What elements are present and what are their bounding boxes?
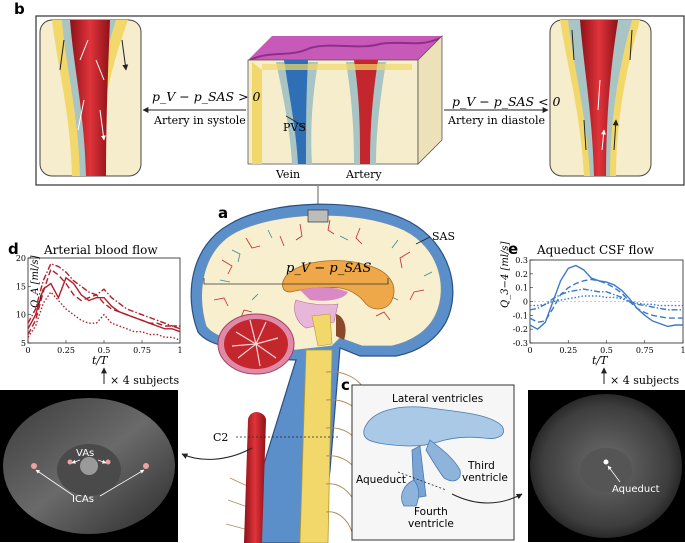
chart-e-ylabel: Q_3−4 [ml/s]	[500, 241, 511, 308]
chart-e-xlabel: t/T	[592, 354, 609, 367]
series-line-2	[27, 268, 181, 335]
carotid-artery	[244, 412, 266, 543]
x-tick-label: 0.25	[559, 346, 577, 355]
third-ventricle-label-1: Third	[467, 460, 495, 472]
diastole-closeup	[549, 19, 652, 177]
x-tick-label: 1	[177, 346, 182, 355]
y-tick-label: -0.2	[513, 325, 528, 334]
y-tick-label: 15	[16, 282, 26, 291]
panel-c: c Lateral ventricles Aqueduct Third vent…	[341, 376, 523, 541]
zoom-region	[307, 209, 329, 223]
third-ventricle-shape	[425, 439, 461, 482]
panel-d-subjects: × 4 subjects	[110, 374, 179, 387]
artery-label: Artery	[345, 168, 382, 181]
diastole-equation: p_V − p_SAS < 0	[452, 94, 561, 109]
x-tick-label: 0.5	[600, 346, 613, 355]
pvs-block: PVS Vein Artery	[247, 35, 443, 181]
panel-e-letter: e	[508, 240, 518, 258]
cerebellar-peduncle	[336, 314, 346, 340]
panel-b-letter: b	[14, 0, 25, 18]
series-line-1	[529, 264, 683, 331]
y-tick-label: 5	[21, 339, 26, 348]
corpus-callosum	[282, 260, 395, 310]
diastole-caption: Artery in diastole	[447, 114, 545, 127]
y-tick-label: 10	[16, 311, 26, 320]
y-tick-label: 0.1	[515, 284, 528, 293]
y-tick-label: -0.3	[513, 339, 528, 348]
fourth-ventricle-shape	[401, 479, 420, 507]
chart-d-ylabel: Q_A [ml/s]	[30, 255, 41, 308]
artery	[354, 60, 378, 164]
mri-icas-label: ICAs	[72, 494, 94, 505]
series-line-3	[529, 288, 683, 311]
series-line-1	[27, 276, 181, 333]
vertebrae	[325, 371, 367, 533]
aqueduct-label: Aqueduct	[356, 474, 406, 486]
systole-closeup	[39, 19, 142, 177]
series-line-4	[27, 290, 181, 341]
lateral-ventricles-label: Lateral ventricles	[392, 393, 483, 405]
panel-a: a SAS p_V − p_SAS C2	[181, 203, 455, 543]
y-tick-label: 0.2	[515, 270, 528, 279]
mri-aqueduct-label: Aqueduct	[612, 484, 660, 495]
block-side	[417, 35, 443, 165]
pial-surface	[248, 36, 442, 60]
series-line-2	[529, 278, 683, 324]
block-front	[247, 59, 419, 165]
panel-e-subjects: × 4 subjects	[610, 374, 679, 387]
panel-a-letter: a	[218, 204, 228, 222]
fourth-ventricle-label-2: ventricle	[408, 518, 454, 530]
series-line-4	[530, 295, 683, 307]
y-tick-label: 0	[523, 298, 528, 307]
spinal-cord	[299, 349, 333, 543]
chart-d-title: Arterial blood flow	[43, 243, 158, 257]
x-tick-label: 0	[25, 346, 30, 355]
panel-b: b	[14, 0, 685, 210]
third-ventricle-label-2: ventricle	[462, 472, 508, 484]
c2-label: C2	[213, 431, 228, 444]
systole-caption: Artery in systole	[153, 114, 246, 127]
vein	[284, 60, 308, 164]
sas-label: SAS	[432, 230, 455, 243]
y-tick-label: 20	[16, 254, 26, 263]
fourth-ventricle-label-1: Fourth	[414, 506, 448, 518]
vein-label: Vein	[275, 168, 300, 181]
fornix	[300, 287, 348, 301]
lateral-ventricles-shape	[363, 406, 504, 447]
x-tick-label: 0.5	[98, 346, 111, 355]
chart-e-title: Aqueduct CSF flow	[536, 243, 655, 257]
series-line-3	[27, 262, 180, 327]
systole-equation: p_V − p_SAS > 0	[152, 89, 261, 104]
x-tick-label: 0.25	[57, 346, 75, 355]
x-tick-label: 1	[680, 346, 685, 355]
y-tick-label: 0.3	[515, 256, 528, 265]
chart-e-plot: 0 0.25 0.5 0.75 1 -0.3 -0.2 -0.1 0 0.1 0.2 0.3	[513, 256, 685, 355]
panel-d-letter: d	[8, 240, 19, 258]
panel-e: e Aqueduct CSF flow 0 0.25 0.5 0.75 1 -0.3 -0.…	[500, 240, 685, 542]
x-tick-label: 0	[527, 346, 532, 355]
pressure-label: p_V − p_SAS	[286, 261, 371, 276]
mri-vas-label: VAs	[76, 448, 94, 459]
y-tick-label: -0.1	[513, 311, 528, 320]
brainstem	[311, 313, 333, 347]
pvs-label: PVS	[283, 121, 306, 134]
x-tick-label: 0.75	[133, 346, 151, 355]
chart-d-xlabel: t/T	[92, 354, 109, 367]
x-tick-label: 0.75	[636, 346, 654, 355]
panel-c-letter: c	[341, 376, 350, 394]
